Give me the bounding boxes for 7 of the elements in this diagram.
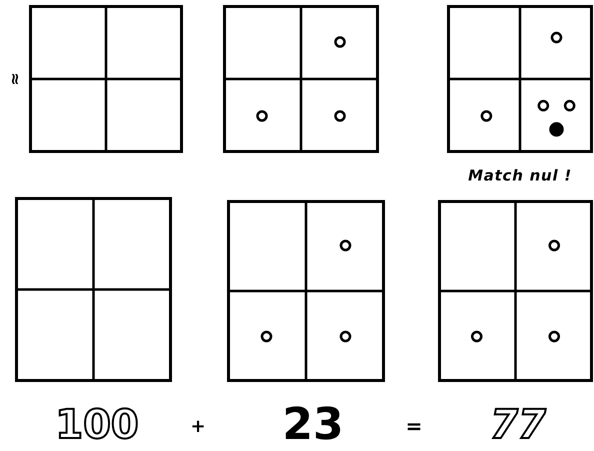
number-text: 100 (55, 405, 139, 445)
note-text: Match nul ! (468, 168, 572, 184)
plus-sign: + (190, 418, 206, 436)
number-text: 77 (490, 405, 546, 445)
number-text: 23 (282, 403, 344, 447)
approx-sign: ≈ (7, 72, 23, 86)
equals-sign: = (406, 416, 422, 436)
